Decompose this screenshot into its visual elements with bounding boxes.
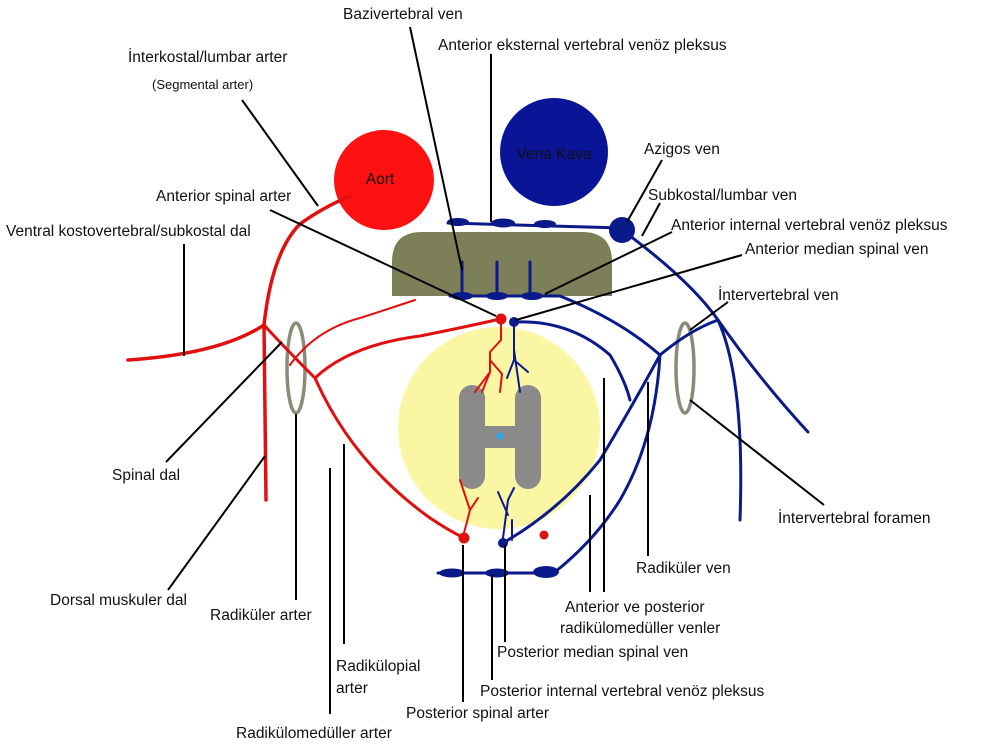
anterior-median-spinal-vein xyxy=(509,317,519,327)
label-bazivertebral: Bazivertebral ven xyxy=(343,6,463,23)
posterior-internal-plexus-node-3 xyxy=(533,566,559,578)
label-ant-median-ven: Anterior median spinal ven xyxy=(745,241,929,258)
central-canal xyxy=(497,433,504,440)
anterior-external-plexus-node-3 xyxy=(534,220,556,228)
dorsal-muscular-branch xyxy=(264,325,266,500)
label-radikuler-arter: Radiküler arter xyxy=(210,607,312,624)
ventral-costovertebral-branch xyxy=(128,325,264,360)
posterior-spinal-artery-right xyxy=(540,531,549,540)
label-interkostal: İnterkostal/lumbar arter xyxy=(128,48,287,66)
posterior-spinal-artery-left xyxy=(459,533,470,544)
label-ant-post-radikulomed-2: radikülomedüller venler xyxy=(560,620,720,637)
label-post-int-plexus: Posterior internal vertebral venöz pleks… xyxy=(480,683,765,700)
label-post-spinal-arter: Posterior spinal arter xyxy=(406,705,549,722)
label-aort: Aort xyxy=(366,171,395,188)
anterior-internal-plexus-node-2 xyxy=(486,292,508,300)
segmental-artery xyxy=(264,196,350,325)
pointer-int-foramen xyxy=(690,400,824,505)
posterior-median-spinal-vein xyxy=(498,538,508,548)
label-radikulomeduller-arter: Radikülomedüller arter xyxy=(236,725,392,742)
label-spinal-dal: Spinal dal xyxy=(112,467,180,484)
label-azigos: Azigos ven xyxy=(644,141,720,158)
anterior-external-plexus-node-2 xyxy=(491,219,515,228)
label-vena-kava: Vena Kava xyxy=(517,146,592,163)
anterior-internal-plexus-node-3 xyxy=(521,292,543,300)
label-radikulopial-2: arter xyxy=(336,680,368,697)
label-post-median-ven: Posterior median spinal ven xyxy=(497,644,688,661)
label-intervertebral-ven: İntervertebral ven xyxy=(718,286,839,304)
label-radikulopial-1: Radikülopial xyxy=(336,658,420,675)
intervertebral-foramen-left xyxy=(287,323,305,413)
posterior-internal-plexus-node-1 xyxy=(439,569,465,578)
label-ant-spinal-arter: Anterior spinal arter xyxy=(156,188,291,205)
label-dorsal-muskuler: Dorsal muskuler dal xyxy=(50,592,187,609)
label-subkostal-ven: Subkostal/lumbar ven xyxy=(648,187,797,204)
subcostal-lumbar-vein xyxy=(622,230,741,520)
vertebral-body xyxy=(392,232,612,296)
label-radikuler-ven: Radiküler ven xyxy=(636,560,731,577)
pointer-subkostal xyxy=(642,203,660,236)
label-segmental: (Segmental arter) xyxy=(152,77,253,92)
pointer-dorsal-muskuler xyxy=(168,456,265,590)
anterior-spinal-artery xyxy=(496,314,507,325)
label-ant-ext-plexus: Anterior eksternal vertebral venöz pleks… xyxy=(438,37,727,54)
label-ant-int-plexus: Anterior internal vertebral venöz pleksu… xyxy=(671,217,948,234)
label-intervertebral-foramen: İntervertebral foramen xyxy=(778,509,931,527)
label-ventral-dal: Ventral kostovertebral/subkostal dal xyxy=(6,223,251,240)
label-ant-post-radikulomed-1: Anterior ve posterior xyxy=(565,599,705,616)
